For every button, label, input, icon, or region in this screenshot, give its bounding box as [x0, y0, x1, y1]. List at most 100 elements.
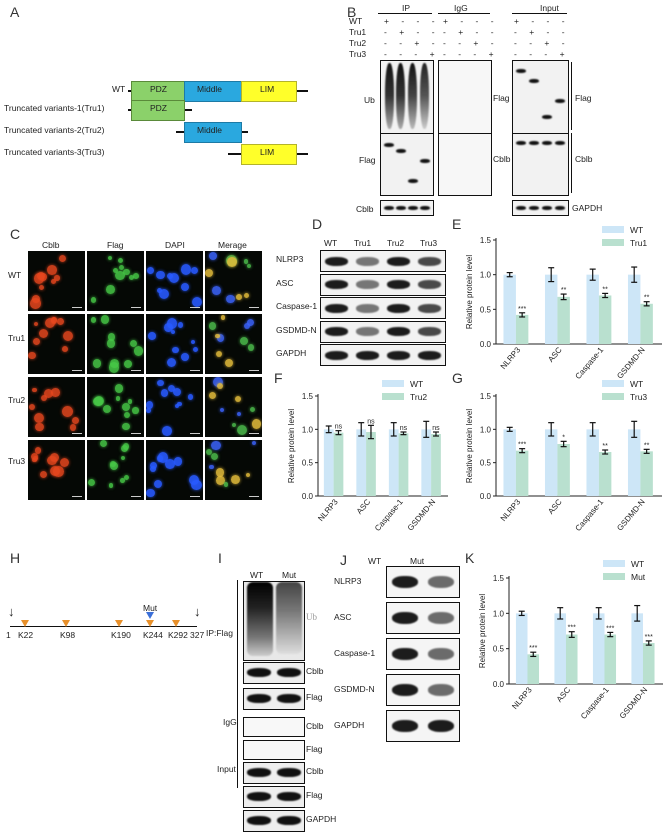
micrograph-tru1-merage — [205, 314, 262, 374]
cell-dot — [247, 264, 252, 269]
i-strip-rows_ip-flag — [243, 688, 305, 710]
igg-flag-label: Flag — [493, 93, 510, 103]
y-tick-label: 0.0 — [480, 340, 492, 349]
legend-label-wt: WT — [630, 225, 643, 235]
cell-dot — [117, 257, 124, 264]
scale-bar — [131, 433, 141, 434]
i-band — [247, 694, 271, 703]
cell-dot — [122, 423, 130, 431]
cell-dot — [49, 452, 60, 463]
panel-label-k: K — [465, 550, 475, 566]
j-band — [392, 648, 418, 660]
cell-dot — [172, 346, 179, 354]
category-label-asc: ASC — [555, 685, 573, 704]
cell-dot — [216, 476, 225, 485]
d-row-label-caspase-1: Caspase-1 — [276, 301, 318, 311]
micrograph-wt-merage — [205, 251, 262, 311]
legend-label-tru1: Tru1 — [630, 238, 647, 248]
input-flag-band-tru2 — [542, 115, 552, 119]
y-tick-label: 0.0 — [302, 492, 314, 501]
cell-dot — [123, 474, 130, 481]
category-label-nlrp3: NLRP3 — [499, 345, 523, 371]
i-ub-smear-wt — [247, 582, 273, 656]
b-signs-ip-tru1: - + - - — [384, 27, 440, 37]
cell-dot — [40, 394, 48, 401]
d-band — [324, 256, 349, 266]
scale-bar — [190, 433, 200, 434]
legend-label-mut: Mut — [631, 572, 646, 582]
cell-dot — [127, 399, 133, 404]
legend-label-tru3: Tru3 — [630, 392, 647, 402]
bar-mut-gsdmd-n — [642, 643, 655, 684]
legend-label-wt: WT — [630, 379, 643, 389]
y-axis-label: Relative protein level — [465, 255, 474, 329]
i-band — [277, 668, 301, 677]
site-k98: K98 — [60, 630, 76, 640]
b-row-tru2: Tru2 — [349, 38, 367, 48]
i-band — [247, 792, 271, 801]
micrograph-tru2-cblb — [28, 377, 85, 437]
cell-dot — [108, 255, 113, 260]
i-row-label-gapdh: GAPDH — [306, 814, 337, 824]
cell-dot — [227, 257, 237, 267]
cell-dot — [112, 267, 118, 273]
cell-dot — [167, 384, 176, 393]
bar-wt-asc — [554, 613, 566, 684]
y-tick-label: 1.0 — [480, 425, 492, 434]
d-col-tru3: Tru3 — [420, 238, 438, 248]
cell-dot — [170, 329, 175, 334]
ub-smear-lane-3 — [408, 63, 417, 129]
category-label-caspase-1: Caspase-1 — [373, 497, 405, 533]
panel-label-c: C — [10, 226, 21, 242]
ip-cblb-strip — [380, 200, 434, 216]
scale-bar — [131, 496, 141, 497]
cell-dot — [114, 383, 124, 393]
cell-dot — [108, 483, 114, 489]
i-band — [247, 816, 271, 825]
scale-bar — [131, 370, 141, 371]
micrograph-wt-dapi — [146, 251, 203, 311]
cell-dot — [215, 333, 220, 338]
b-signs-ip-tru2: - - + - — [384, 38, 440, 48]
d-band — [417, 350, 442, 360]
wt-middle-domain: Middle — [184, 81, 242, 102]
ip-cblb-band-4 — [420, 206, 430, 210]
cell-dot — [33, 337, 41, 345]
j-row-label-caspase-1: Caspase-1 — [334, 648, 376, 658]
cell-dot — [124, 359, 132, 368]
category-label-gsdmd-n: GSDMD-N — [615, 497, 647, 532]
i-input-label: Input — [217, 764, 236, 774]
b-row-tru3: Tru3 — [349, 49, 367, 59]
j-band — [428, 612, 454, 624]
d-band — [386, 350, 411, 360]
cell-dot — [164, 323, 173, 332]
ub-smear-lane-4 — [420, 63, 429, 129]
d-col-tru1: Tru1 — [354, 238, 372, 248]
y-tick-label: 1.5 — [480, 236, 492, 245]
i-strip-rows_input-gapdh — [243, 810, 305, 832]
bar-mut-asc — [565, 634, 578, 684]
cell-dot — [49, 465, 60, 477]
significance-label: ** — [644, 442, 650, 449]
significance-label: ns — [335, 424, 343, 431]
j-row-label-asc: ASC — [334, 612, 352, 622]
lysine-site-map: ↓ ↓ Mut 1 K22 K98 K190 K244 K292 327 — [6, 600, 206, 640]
bar-tru1-nlrp3 — [515, 314, 529, 344]
i-strip-rows_igg-cblb — [243, 717, 305, 737]
cell-dot — [239, 336, 248, 345]
i-row-label-cblb: Cblb — [306, 721, 324, 731]
y-tick-label: 1.0 — [493, 609, 505, 618]
input-gapdh-band-3 — [542, 206, 552, 210]
y-axis-label: Relative protein level — [478, 594, 487, 668]
d-band — [417, 256, 442, 266]
cell-dot — [209, 392, 217, 400]
micrograph-tru3-flag — [87, 440, 144, 500]
start-label: 1 — [6, 630, 11, 640]
k190-marker-icon — [115, 620, 123, 627]
significance-label: ** — [602, 443, 608, 450]
cell-dot — [216, 334, 225, 342]
cell-dot — [92, 358, 102, 368]
i-group-bracket — [237, 580, 238, 788]
igg-cblb-label: Cblb — [493, 154, 511, 164]
j-col-wt: WT — [368, 556, 382, 566]
